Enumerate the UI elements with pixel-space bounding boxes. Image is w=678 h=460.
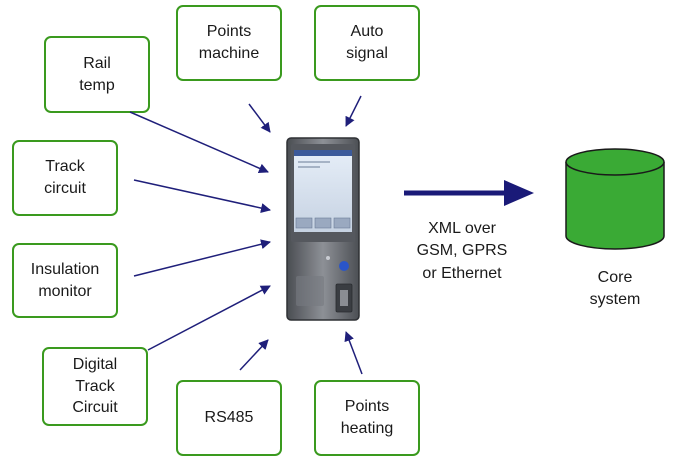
rs485-box: RS485 [176,380,282,456]
auto-signal-box: Auto signal [314,5,420,81]
arrow-rail-temp [129,111,269,173]
points-heating-box: Points heating [314,380,420,456]
arrow-points-machine [248,103,271,133]
core-system-label: Core system [589,269,641,309]
arrow-digital-track-circuit [147,285,271,351]
track-circuit-box: Track circuit [12,140,118,216]
core-system-cylinder-icon [565,148,665,250]
insulation-monitor-box: Insulation monitor [12,243,118,318]
arrow-insulation-monitor [133,239,271,277]
arrow-auto-signal [345,95,362,127]
controller-device [286,137,360,321]
digital-track-circuit-box: Digital Track Circuit [42,347,148,426]
output-arrow [404,180,534,206]
rail-temp-box: Rail temp [44,36,150,113]
arrow-rs485 [239,339,269,371]
status-led-icon [339,261,349,271]
points-machine-box: Points machine [176,5,282,81]
protocol-label: XML over GSM, GPRS or Ethernet [416,220,508,282]
arrow-points-heating [344,331,363,375]
arrow-track-circuit [133,179,271,213]
